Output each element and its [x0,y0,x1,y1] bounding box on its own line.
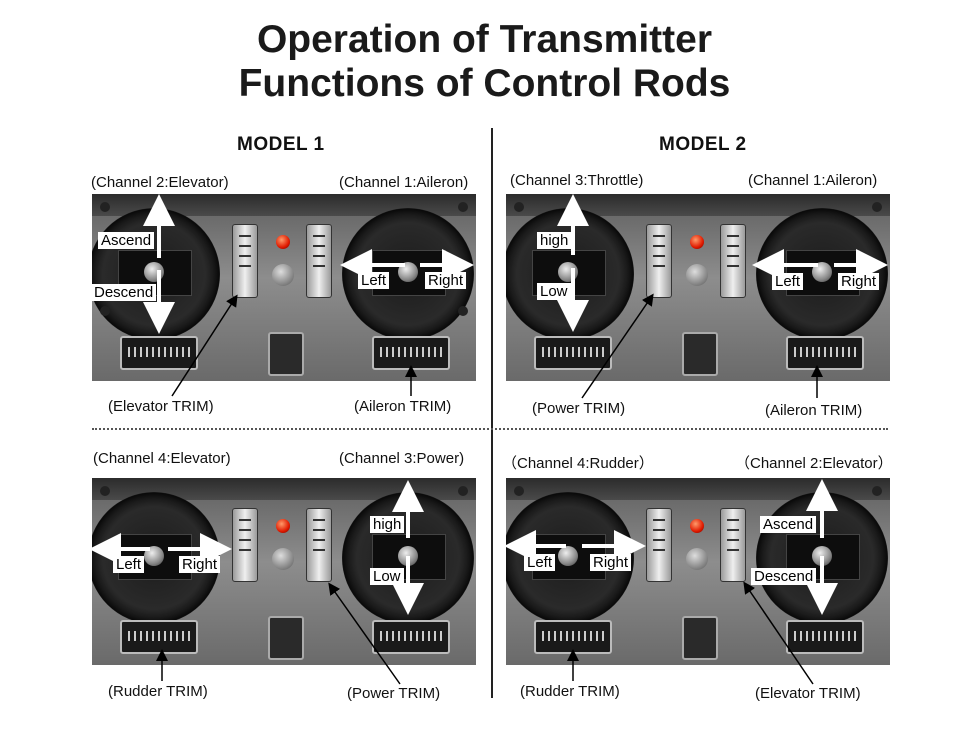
power-led [690,519,704,533]
m1p1-left-channel: (Channel 2:Elevator) [91,174,229,191]
m1p1-left-up-label: Ascend [98,232,155,249]
panel-button [272,264,294,286]
horizontal-divider [92,428,888,430]
m2p2-transmitter-photo [506,478,890,665]
m1p1-left-down-label: Descend [91,284,157,301]
panel-button [686,264,708,286]
m2p1-transmitter-photo [506,194,890,381]
title-line-2: Functions of Control Rods [238,62,731,105]
m2p1-right-left-label: Left [772,273,804,290]
m2p2-trim-right-label: (Elevator TRIM) [755,685,861,702]
left-trim-lever [534,620,612,654]
m1p1-trim-right-label: (Aileron TRIM) [354,398,452,415]
m2p1-right-right-label: Right [838,273,880,290]
left-trim-slider [232,508,258,582]
m2p2-right-channel: （Channel 2:Elevator） [735,455,893,472]
right-trim-slider [306,224,332,298]
power-led [276,519,290,533]
power-led [276,235,290,249]
m1p1-elevator-trim-leader [171,294,238,397]
m2p2-left-channel: （Channel 4:Rudder） [502,455,654,472]
right-trim-lever [786,620,864,654]
model-1-label: MODEL 1 [237,134,325,155]
vertical-divider [491,128,493,698]
left-gimbal [506,492,634,624]
m1p2-trim-left-label: (Rudder TRIM) [108,683,208,700]
m2p2-right-up-label: Ascend [760,516,817,533]
title-line-1: Operation of Transmitter [256,18,713,61]
m2p1-left-up-label: high [537,232,572,249]
m1p1-trim-left-label: (Elevator TRIM) [108,398,214,415]
m2p1-trim-right-label: (Aileron TRIM) [765,402,863,419]
panel-button [272,548,294,570]
m1p1-right-channel: (Channel 1:Aileron) [339,174,469,191]
panel-button [686,548,708,570]
m2p2-trim-left-label: (Rudder TRIM) [520,683,620,700]
center-switch [268,616,304,660]
left-trim-lever [120,336,198,370]
m1p2-trim-right-label: (Power TRIM) [347,685,441,702]
left-trim-slider [646,224,672,298]
center-switch [682,616,718,660]
m2p1-left-down-label: Low [537,283,571,300]
m1p2-right-down-label: Low [370,568,404,585]
power-led [690,235,704,249]
m2p2-right-down-label: Descend [751,568,817,585]
m1p2-right-channel: (Channel 3:Power) [339,450,465,467]
center-switch [268,332,304,376]
left-trim-slider [232,224,258,298]
m1p2-power-trim-leader [328,582,401,685]
m1p2-left-left-label: Left [113,556,145,573]
right-trim-lever [372,620,450,654]
model-2-label: MODEL 2 [659,134,747,155]
page-title: Operation of Transmitter Functions of Co… [0,18,969,106]
left-trim-lever [534,336,612,370]
center-switch [682,332,718,376]
right-trim-slider [720,224,746,298]
right-trim-slider [306,508,332,582]
m2p1-left-channel: (Channel 3:Throttle) [510,172,644,189]
m1p2-left-channel: (Channel 4:Elevator) [93,450,231,467]
m1p1-right-right-label: Right [425,272,467,289]
m2p1-power-trim-leader [581,293,654,399]
m2p2-left-left-label: Left [524,554,556,571]
m2p2-elevator-trim-leader [743,581,814,685]
right-trim-slider [720,508,746,582]
m2p1-right-channel: (Channel 1:Aileron) [748,172,878,189]
m2p2-left-right-label: Right [590,554,632,571]
transmitter-top-bar [92,194,476,216]
m1p2-right-up-label: high [370,516,405,533]
m2p1-trim-left-label: (Power TRIM) [532,400,626,417]
m1p2-left-right-label: Right [179,556,221,573]
m1p1-right-left-label: Left [358,272,390,289]
left-trim-slider [646,508,672,582]
right-trim-lever [786,336,864,370]
